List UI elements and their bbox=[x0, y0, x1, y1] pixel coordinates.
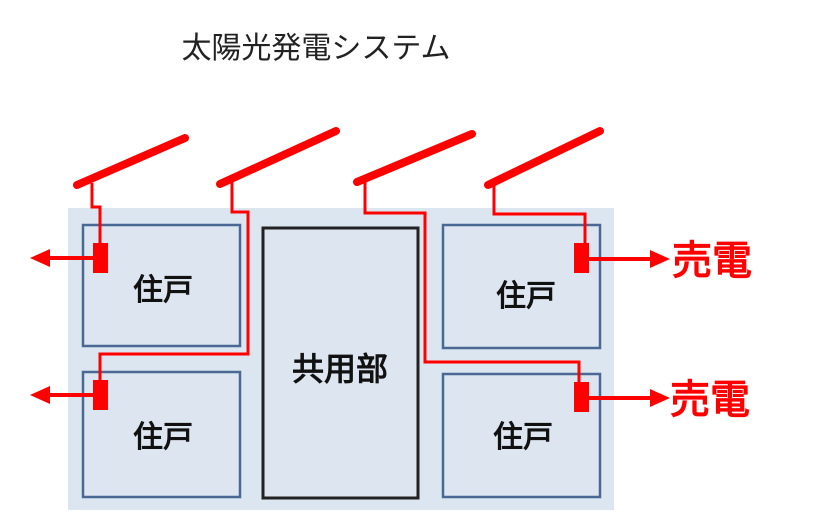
solar-panel-icon bbox=[73, 134, 189, 189]
unit-box-top-right bbox=[441, 223, 602, 350]
unit-label: 住戸 bbox=[133, 420, 193, 455]
meter-icon bbox=[93, 380, 108, 410]
arrow-icon bbox=[30, 249, 50, 267]
sell-electricity-label: 売電 bbox=[670, 377, 750, 423]
arrow-icon bbox=[650, 250, 670, 268]
unit-label: 住戸 bbox=[493, 420, 553, 455]
solar-panel-icon bbox=[216, 127, 340, 188]
unit-label: 住戸 bbox=[496, 279, 556, 314]
diagram-title: 太陽光発電システム bbox=[181, 31, 450, 66]
unit-box-bottom-left bbox=[81, 370, 242, 499]
solar-panel-icon bbox=[353, 130, 476, 186]
unit-box-top-left bbox=[81, 223, 242, 348]
arrows bbox=[30, 249, 670, 407]
solar-panels bbox=[73, 127, 604, 189]
wire-panel3-to-unit bbox=[363, 180, 581, 386]
wire-panel1-to-unit bbox=[90, 183, 102, 247]
arrow-icon bbox=[650, 389, 670, 407]
unit-box-bottom-right bbox=[441, 372, 602, 499]
wire-panel4-to-unit bbox=[492, 182, 587, 247]
arrow-icon bbox=[30, 386, 50, 404]
meter-icon bbox=[93, 243, 108, 273]
meter-icon bbox=[574, 243, 589, 273]
unit-label: 住戸 bbox=[133, 273, 193, 308]
wiring bbox=[90, 180, 587, 386]
meter-icon bbox=[574, 382, 589, 412]
solar-panel-icon bbox=[484, 127, 604, 189]
common-area-box bbox=[261, 226, 420, 500]
common-area-label: 共用部 bbox=[292, 350, 388, 388]
sell-electricity-label: 売電 bbox=[672, 238, 752, 284]
wire-panel2-to-unit bbox=[98, 181, 250, 384]
meters bbox=[93, 243, 589, 412]
